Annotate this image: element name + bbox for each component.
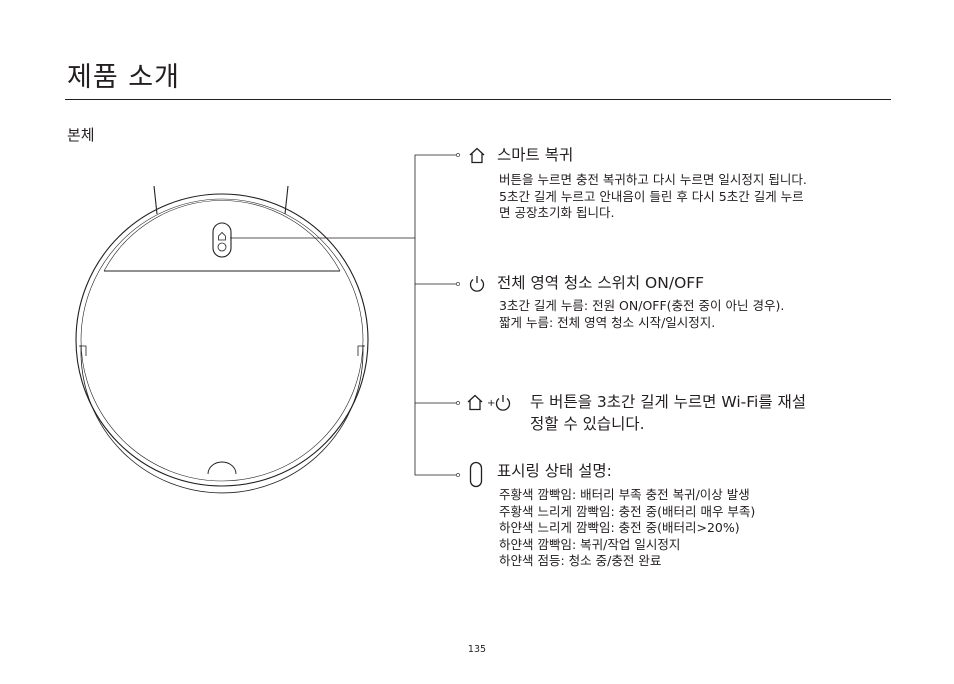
page-title: 제품 소개 [67,62,180,93]
feature-title: 표시링 상태 설명: [497,462,612,480]
top-cover-arc [103,200,341,272]
leader-line-power [414,238,458,285]
home-button [218,231,226,241]
power-button [217,242,227,252]
robot-outer-body [75,193,369,487]
left-notch [79,345,87,356]
desc-line: 면 공장초기화 됩니다. [499,205,615,220]
side-brush-right [284,185,289,215]
feature-title-line: 두 버튼을 3초간 길게 누르면 Wi-Fi를 재설 [530,393,807,411]
bottom-sensor [207,461,237,475]
desc-line: 하얀색 점등: 청소 중/충전 완료 [499,553,662,568]
button-panel [212,222,232,258]
home-plus-power-icon: + [467,394,511,411]
leader-line-home [230,154,458,239]
lower-body-arc [80,351,364,494]
desc-line: 주황색 깜빡임: 배터리 부족 충전 복귀/이상 발생 [499,487,750,502]
feature-smart-return-desc: 버튼을 누르면 충전 복귀하고 다시 누르면 일시정지 됩니다. 5초간 길게 … [499,172,807,222]
right-notch [357,345,365,356]
feature-full-clean-desc: 3초간 길게 누름: 전원 ON/OFF(충전 중이 아닌 경우). 짧게 누름… [499,298,784,331]
robot-outer-rim [80,198,364,482]
feature-title: 스마트 복귀 [497,146,574,164]
feature-indicator-status: 표시링 상태 설명: [497,461,612,481]
desc-line: 3초간 길게 누름: 전원 ON/OFF(충전 중이 아닌 경우). [499,298,785,313]
indicator-light-icon [469,461,483,488]
desc-line: 주황색 느리게 깜빡임: 충전 중(배터리 매우 부족) [499,503,756,519]
desc-line: 버튼을 누르면 충전 복귀하고 다시 누르면 일시정지 됩니다. [499,172,807,187]
feature-wifi-reset: 두 버튼을 3초간 길게 누르면 Wi-Fi를 재설 정할 수 있습니다. [530,391,806,435]
desc-line: 짧게 누름: 전체 영역 청소 시작/일시정지. [499,314,716,330]
plus-sign: + [487,398,495,409]
desc-line: 하얀색 느리게 깜빡임: 충전 중(배터리>20%) [499,520,740,535]
feature-title-line: 정할 수 있습니다. [530,415,645,433]
home-icon [469,147,485,164]
leader-line-combo [414,284,458,404]
desc-line: 하얀색 깜빡임: 복귀/작업 일시정지 [499,536,681,552]
feature-smart-return: 스마트 복귀 [497,145,573,165]
feature-title: 전체 영역 청소 스위치 ON/OFF [497,274,705,292]
section-label: 본체 [67,126,95,144]
desc-line: 5초간 길게 누르고 안내음이 들린 후 다시 5초간 길게 누르 [499,188,804,204]
feature-full-clean: 전체 영역 청소 스위치 ON/OFF [497,273,704,293]
page-number: 135 [467,644,487,655]
feature-indicator-desc: 주황색 깜빡임: 배터리 부족 충전 복귀/이상 발생 주황색 느리게 깜빡임:… [499,487,755,570]
leader-line-light [414,403,458,476]
power-icon [469,276,485,292]
title-divider [65,99,891,100]
